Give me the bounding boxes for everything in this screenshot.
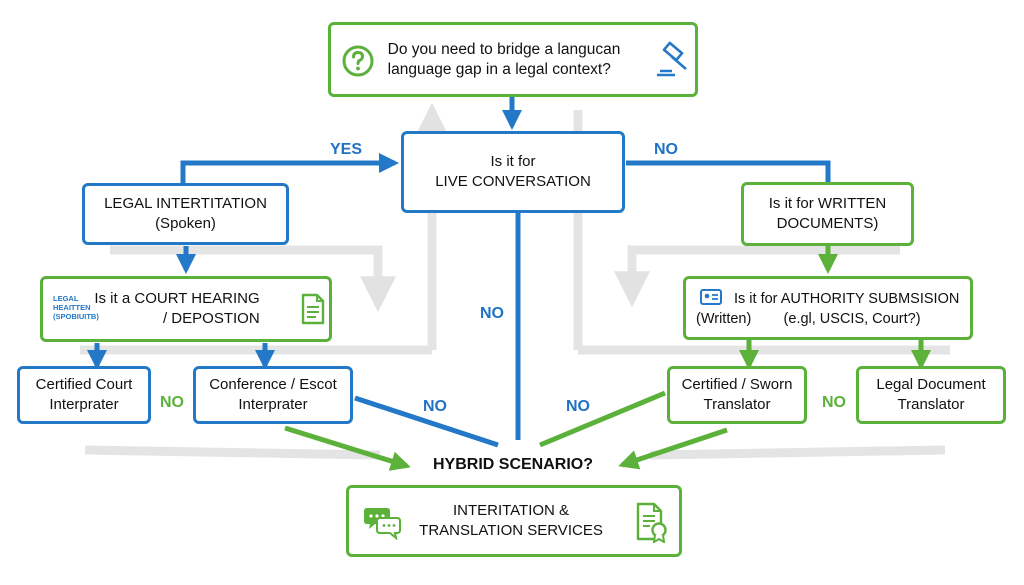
court-line-2: / DEPOSTION	[162, 310, 260, 327]
top-question-line-1: Do you need to bridge a langucan	[387, 40, 621, 58]
live-line-2: LIVE CONVERSATION	[435, 173, 591, 190]
top-question-box: Do you need to bridge a langucan languag…	[328, 22, 698, 97]
conference-escort-interpreter-box: Conference / Escot Interprater	[193, 366, 353, 424]
legal-interp-line-1: LEGAL INTERTITATION	[104, 195, 267, 212]
no-label-center: NO	[480, 305, 504, 322]
chat-bubbles-icon	[364, 508, 401, 540]
live-line-1: Is it for	[490, 153, 536, 170]
certificate-document-icon	[636, 502, 667, 543]
no-label-right: NO	[822, 394, 846, 411]
court-badge: LEGAL HEAITTEN (SPOBIUITB)	[53, 294, 99, 321]
written-line-2: DOCUMENTS)	[776, 215, 879, 232]
legal-document-translator-box: Legal Document Translator	[856, 366, 1006, 424]
live-conversation-box: Is it for LIVE CONVERSATION	[401, 131, 625, 213]
legal-interp-line-2: (Spoken)	[155, 215, 216, 232]
certified-sworn-translator-box: Certified / Sworn Translator	[667, 366, 807, 424]
authority-line-1: Is it for AUTHORITY SUBMSISION	[734, 291, 960, 307]
no-label-left: NO	[160, 394, 184, 411]
services-line-1: INTERITATION &	[452, 502, 570, 519]
court-hearing-box: LEGAL HEAITTEN (SPOBIUITB) Is it a COURT…	[40, 276, 332, 342]
blue-connectors	[87, 97, 831, 448]
yes-label: YES	[330, 141, 363, 158]
top-question-line-2: language gap in a legal context?	[387, 60, 611, 78]
certified-court-interpreter-box: Certified Court Interprater	[17, 366, 151, 424]
no-label-mid-right: NO	[566, 398, 590, 415]
authority-line-2: (Written) (e.gl, USCIS, Court?)	[696, 311, 921, 327]
services-line-2: TRANSLATION SERVICES	[419, 522, 603, 539]
question-circle-icon	[342, 45, 374, 77]
services-box: INTERITATION & TRANSLATION SERVICES	[346, 485, 682, 557]
written-documents-box: Is it for WRITTEN DOCUMENTS)	[741, 182, 914, 246]
written-line-1: Is it for WRITTEN	[768, 195, 887, 212]
green-connectors	[284, 246, 931, 471]
authority-submission-box: Is it for AUTHORITY SUBMSISION (Written)…	[683, 276, 973, 340]
court-line-1: Is it a COURT HEARING	[94, 290, 260, 307]
hybrid-scenario-label: HYBRID SCENARIO?	[433, 456, 594, 473]
legal-interpretation-box: LEGAL INTERTITATION (Spoken)	[82, 183, 289, 245]
gavel-icon	[657, 41, 687, 77]
id-card-icon	[700, 289, 722, 305]
no-label-top: NO	[654, 141, 678, 158]
no-label-mid-left: NO	[423, 398, 447, 415]
document-icon	[301, 293, 325, 325]
